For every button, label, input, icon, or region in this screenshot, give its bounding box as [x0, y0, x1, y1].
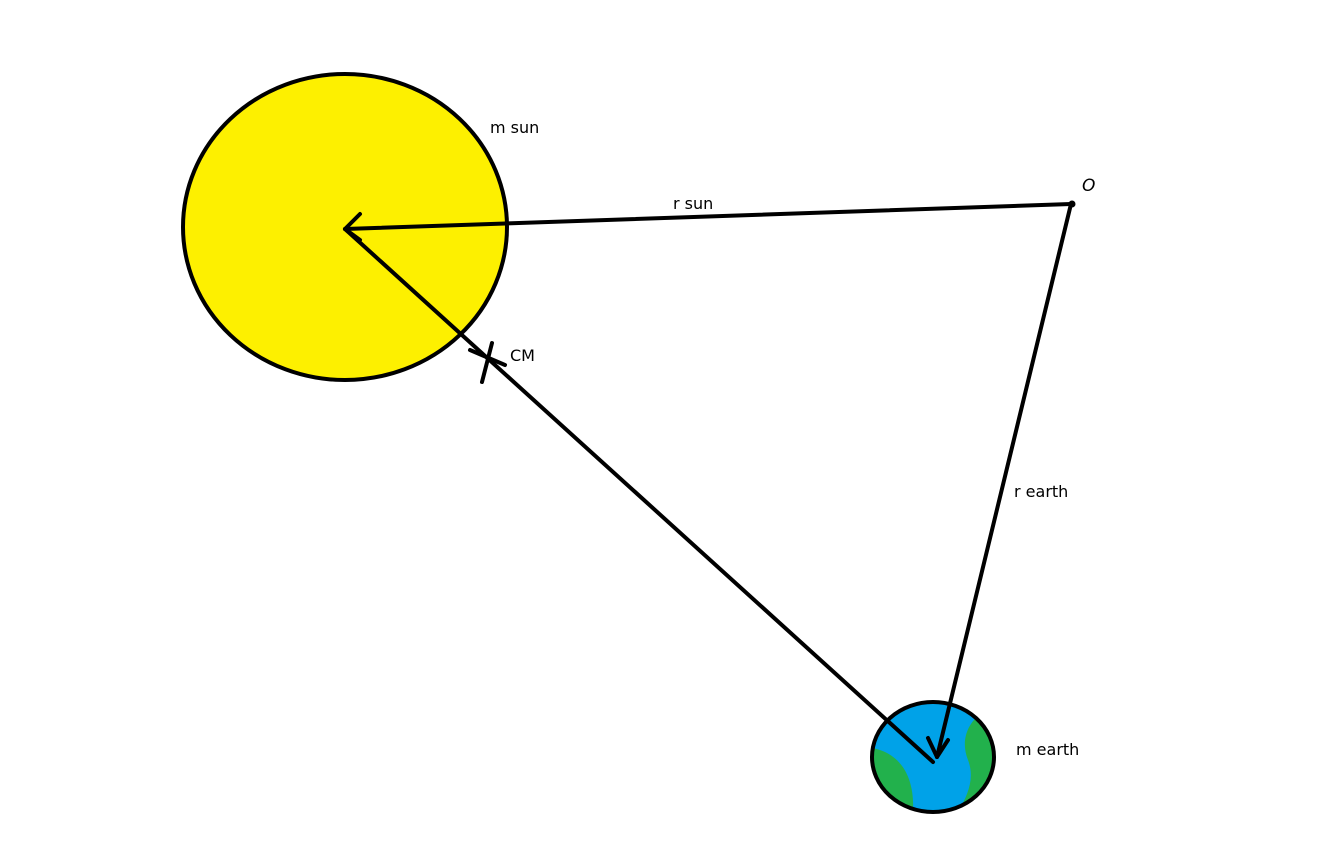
sun-earth-line [343, 227, 935, 764]
earth-mass-label: m earth [1016, 740, 1079, 759]
origin-point [1068, 200, 1076, 208]
r-earth-label: r earth [1014, 482, 1068, 501]
earth-body [870, 700, 996, 814]
r-sun-vector [343, 202, 1073, 231]
r-sun-label: r sun [673, 194, 713, 213]
center-of-mass-marker [468, 341, 507, 384]
origin-label: O [1082, 176, 1095, 196]
r-earth-vector [935, 202, 1073, 759]
center-of-mass-label: CM [510, 346, 535, 365]
r-earth-arrowhead [926, 736, 950, 759]
sun-mass-label: m sun [490, 118, 539, 137]
